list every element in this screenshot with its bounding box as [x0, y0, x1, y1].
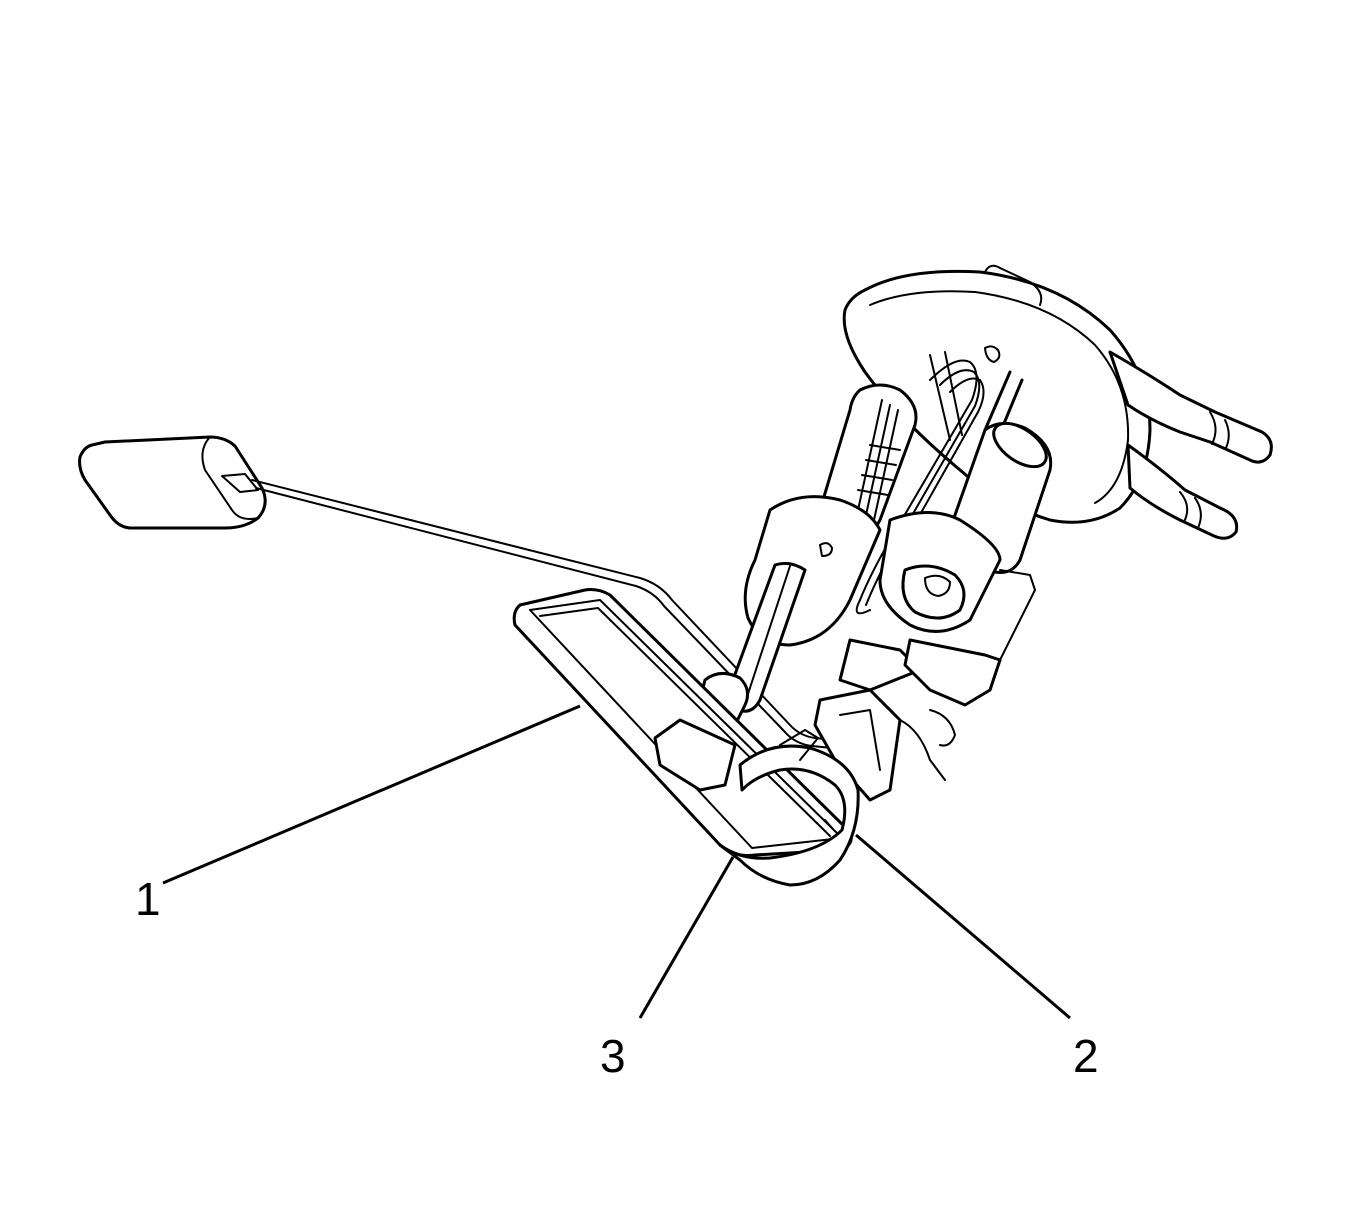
callout-label-1: 1 — [135, 873, 161, 925]
leader-line-1 — [162, 704, 581, 885]
leader-line-2 — [855, 833, 1071, 1020]
callout-label-3: 3 — [600, 1030, 626, 1082]
module-cover-flange — [842, 264, 1273, 540]
callout-label-2: 2 — [1073, 1030, 1099, 1082]
support-rods — [929, 351, 1024, 441]
callout-labels: 1 2 3 — [135, 873, 1099, 1082]
strainer-retainer-ring — [718, 729, 860, 887]
leader-line-3 — [638, 856, 735, 1019]
fuel-level-float — [78, 435, 267, 530]
float-arm-wire — [251, 479, 836, 749]
callout-leaders — [162, 704, 1071, 1020]
electrical-connector — [813, 638, 1002, 802]
